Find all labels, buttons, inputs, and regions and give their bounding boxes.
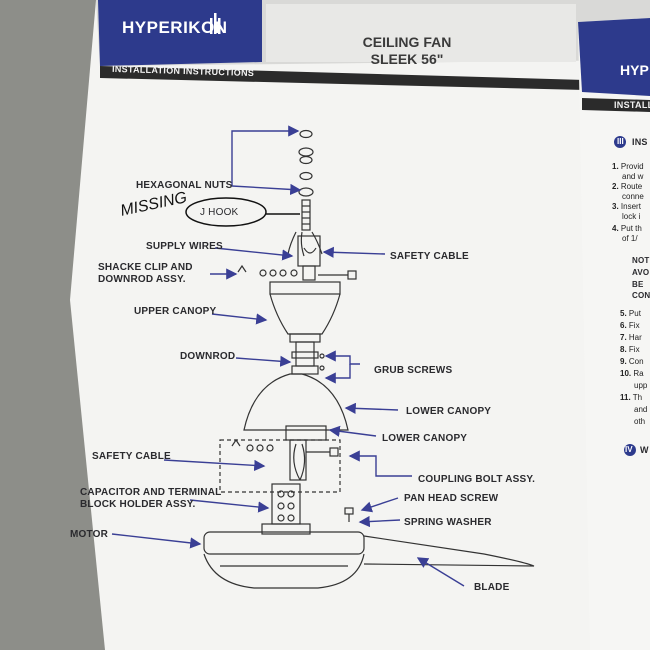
note-line-3: BE bbox=[632, 280, 644, 289]
step-10b: upp bbox=[634, 381, 648, 390]
label-hexagonal-nuts: HEXAGONAL NUTS bbox=[136, 180, 233, 191]
product-title: CEILING FAN bbox=[362, 34, 452, 50]
label-terminal-block: BLOCK HOLDER ASSY. bbox=[80, 499, 196, 510]
step-6: 6. Fix bbox=[620, 321, 640, 330]
label-shackle-clip: SHACKE CLIP AND bbox=[98, 262, 193, 273]
section-badge-3 bbox=[614, 136, 626, 148]
leader-arrows bbox=[111, 125, 465, 587]
label-lower-canopy-2: LOWER CANOPY bbox=[382, 433, 468, 444]
step-2: 2. Route bbox=[612, 182, 643, 191]
step-11b: and bbox=[634, 405, 648, 414]
label-upper-canopy: UPPER CANOPY bbox=[134, 306, 217, 317]
section-4-title: W bbox=[640, 445, 649, 455]
step-5: 5. Put bbox=[620, 309, 641, 318]
product-model: SLEEK 56" bbox=[370, 51, 444, 67]
step-1b: and w bbox=[622, 172, 644, 181]
section-3-title: INS bbox=[632, 137, 648, 147]
label-pan-head-screw: PAN HEAD SCREW bbox=[404, 493, 499, 504]
label-safety-cable-top: SAFETY CABLE bbox=[390, 251, 469, 262]
label-lower-canopy-1: LOWER CANOPY bbox=[406, 406, 492, 417]
step-4: 4. Put th bbox=[612, 224, 642, 233]
right-section-title: INSTALL bbox=[614, 100, 650, 110]
brand-block bbox=[98, 0, 262, 66]
brand-name: HYPERIKON bbox=[122, 18, 228, 37]
step-2b: conne bbox=[622, 192, 644, 201]
note-line-4: CON bbox=[632, 291, 650, 300]
hand-drawn-circle bbox=[185, 197, 267, 227]
step-3b: lock i bbox=[622, 212, 641, 221]
section-4-number: IV bbox=[625, 445, 633, 454]
step-10: 10. Ra bbox=[620, 369, 644, 378]
label-supply-wires: SUPPLY WIRES bbox=[146, 241, 223, 252]
label-blade: BLADE bbox=[474, 582, 510, 593]
step-8: 8. Fix bbox=[620, 345, 640, 354]
label-coupling-bolt: COUPLING BOLT ASSY. bbox=[418, 474, 536, 485]
fan-diagram bbox=[203, 129, 535, 589]
step-11c: oth bbox=[634, 417, 646, 426]
step-3: 3. Insert bbox=[612, 202, 641, 211]
label-j-hook: J HOOK bbox=[200, 207, 239, 218]
section-3-number: III bbox=[617, 137, 624, 146]
step-9: 9. Con bbox=[620, 357, 644, 366]
label-downrod-assy: DOWNROD ASSY. bbox=[98, 274, 186, 285]
label-capacitor: CAPACITOR AND TERMINAL bbox=[80, 487, 222, 498]
step-7: 7. Har bbox=[620, 333, 642, 342]
step-4b: of 1/ bbox=[622, 234, 638, 243]
step-11: 11. Th bbox=[620, 393, 643, 402]
label-spring-washer: SPRING WASHER bbox=[404, 517, 492, 528]
label-motor: MOTOR bbox=[70, 529, 109, 540]
label-safety-cable-bottom: SAFETY CABLE bbox=[92, 451, 171, 462]
section-badge-4 bbox=[624, 444, 636, 456]
label-grub-screws: GRUB SCREWS bbox=[374, 365, 453, 376]
note-line-2: AVO bbox=[632, 268, 650, 277]
install-band bbox=[100, 66, 585, 90]
paper-right-page bbox=[578, 18, 650, 650]
label-downrod: DOWNROD bbox=[180, 351, 236, 362]
right-brand: HYP bbox=[620, 62, 649, 78]
note-line-1: NOT bbox=[632, 256, 650, 265]
step-1: 1. Provid bbox=[612, 162, 644, 171]
paper-left-page bbox=[70, 0, 650, 650]
